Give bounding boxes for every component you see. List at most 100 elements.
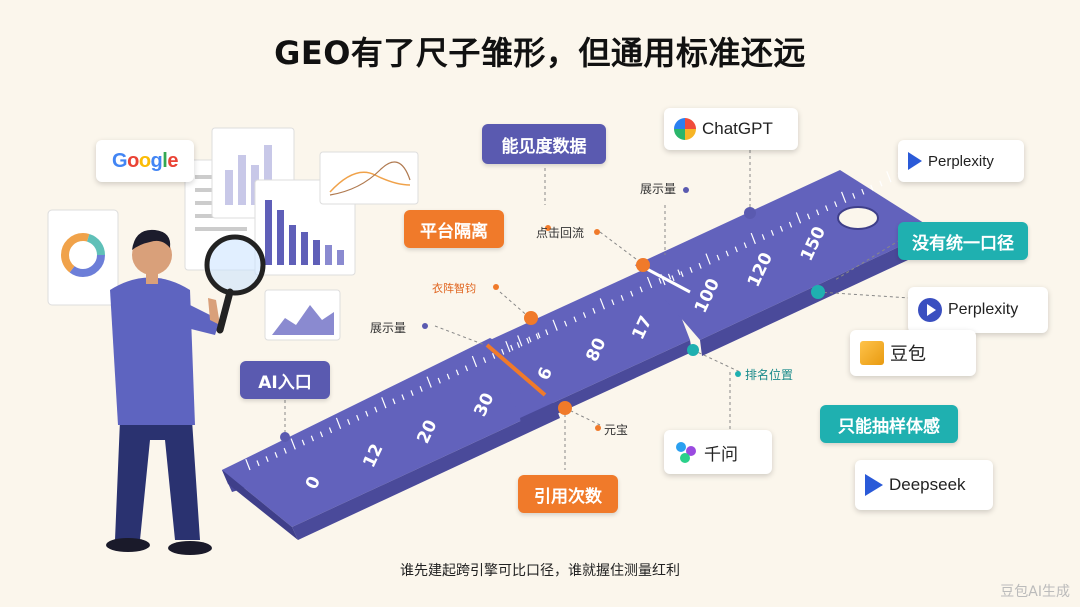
ruler-tick <box>573 316 577 323</box>
ruler-tick <box>301 439 305 446</box>
card-qianwen: 千问 <box>664 430 772 474</box>
ruler-tick <box>879 180 883 187</box>
ruler-tick <box>599 298 606 310</box>
ruler-tick <box>535 333 539 340</box>
footer-caption: 谁先建起跨引擎可比口径，谁就握住测量红利 <box>400 563 680 579</box>
ruler-hole <box>837 206 879 230</box>
google-letter: o <box>138 149 151 172</box>
label-yuanbao: 元宝 <box>604 423 629 437</box>
ruler-tick <box>265 456 269 462</box>
ruler-tick <box>274 452 278 458</box>
ruler-tick <box>620 295 624 301</box>
ruler-tick <box>852 192 856 199</box>
ruler-tick <box>256 460 260 467</box>
ruler-tick <box>505 340 511 353</box>
ruler-tick <box>886 171 892 183</box>
ruler-tick <box>381 397 387 409</box>
ruler-tick <box>401 394 405 401</box>
dot-platform <box>524 311 538 325</box>
ruler-tick <box>770 229 775 236</box>
ruler-tick <box>516 342 521 348</box>
tag-citation-count: 引用次数 <box>518 475 618 513</box>
ruler-tick <box>328 427 333 434</box>
ruler-tick <box>680 271 684 277</box>
dot-visibility <box>744 207 756 219</box>
ruler-tick <box>779 225 784 232</box>
ruler-tick <box>290 438 296 450</box>
chatgpt-label: ChatGPT <box>702 119 773 138</box>
ruler-tick <box>245 458 251 471</box>
ruler-tick <box>841 191 847 203</box>
ruler-tick <box>545 329 549 336</box>
ruler-tick <box>716 254 720 261</box>
ruler-tick <box>455 369 459 376</box>
analyst-figure <box>106 229 220 555</box>
tag-no-standard: 没有统一口径 <box>898 222 1028 260</box>
card-chatgpt: ChatGPT <box>664 108 798 150</box>
ruler-tick <box>611 299 615 306</box>
ruler-tick <box>437 377 441 384</box>
perplexity-label-top: Perplexity <box>928 152 994 170</box>
ruler-segment-b <box>490 262 690 418</box>
ruler-tick <box>660 273 666 286</box>
ruler-tick <box>310 435 314 442</box>
ruler-tick <box>825 205 829 212</box>
ruler-tick <box>374 406 378 413</box>
ruler-tick <box>646 276 653 289</box>
ruler-tick <box>815 209 820 216</box>
ruler-tick <box>834 201 838 208</box>
qianwen-label: 千问 <box>704 444 738 465</box>
ruler-tick <box>806 213 811 220</box>
google-letter: o <box>127 149 139 172</box>
ruler-tick <box>392 398 396 405</box>
ruler-tick <box>552 319 558 331</box>
ruler-tick <box>671 275 675 282</box>
dot-ranking <box>687 344 699 356</box>
google-letter: l <box>162 149 168 172</box>
dot-citation <box>558 401 572 415</box>
ruler-tick <box>725 250 729 257</box>
ruler-tick <box>510 344 514 351</box>
ruler-tick <box>492 353 496 359</box>
ruler-tick <box>410 390 414 396</box>
ruler-tick <box>319 431 324 438</box>
ruler-tick <box>528 336 532 343</box>
ruler-tick <box>698 262 702 269</box>
ruler-tick <box>517 335 523 347</box>
label-app-blur: 衣阵智钧 <box>432 282 476 295</box>
line-chart-sheet <box>319 151 419 205</box>
ruler-tick <box>761 234 765 240</box>
ruler-tick <box>347 419 351 425</box>
ruler-tick <box>471 355 478 368</box>
ruler-tick <box>537 332 541 339</box>
ruler-tick <box>795 212 802 224</box>
qianwen-icon <box>674 440 698 464</box>
ruler-tick <box>526 337 530 344</box>
tag-platform-isolation: 平台隔离 <box>404 210 504 248</box>
doubao-label: 豆包 <box>890 344 926 365</box>
ruler-tick <box>861 188 865 195</box>
google-letter: e <box>167 149 178 172</box>
ruler-tick <box>630 290 634 297</box>
google-letter: g <box>150 149 163 172</box>
ruler-tick <box>667 273 672 280</box>
google-letter: G <box>112 149 128 172</box>
ruler-tick <box>482 357 487 363</box>
tag-ai-entry: AI入口 <box>240 361 330 399</box>
donut-chart-card <box>47 209 119 306</box>
card-deepseek: Deepseek <box>855 460 993 510</box>
deepseek-icon <box>865 474 883 496</box>
tag-sampling-only: 只能抽样体感 <box>820 405 958 443</box>
ruler-tick <box>564 320 568 327</box>
ruler-tick <box>365 410 369 417</box>
label-click-return: 点击回流 <box>536 226 585 240</box>
watermark: 豆包AI生成 <box>1000 584 1070 600</box>
label-ranking: 排名位置 <box>745 368 794 382</box>
ruler-tick <box>689 267 693 273</box>
dot-ai-entry <box>280 432 290 442</box>
card-perplexity-top: Perplexity <box>898 140 1024 182</box>
dot-click-return <box>636 258 650 272</box>
